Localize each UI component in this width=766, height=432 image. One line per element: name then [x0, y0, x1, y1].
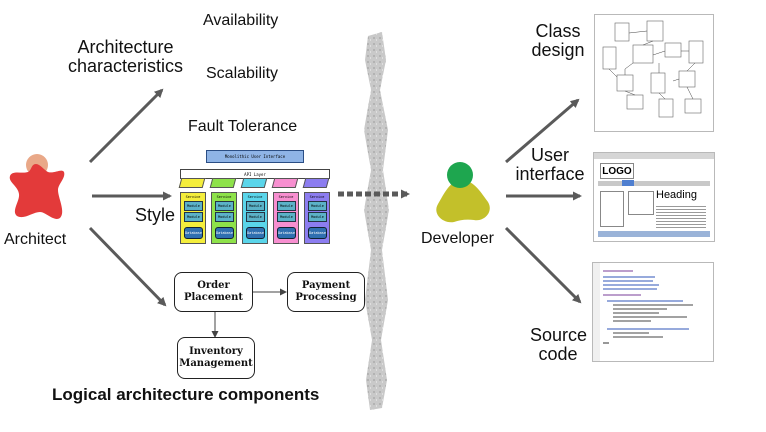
- source-code-image: [593, 263, 693, 361]
- developer-body: [436, 180, 490, 223]
- divider-strip: [364, 32, 389, 410]
- module-box: Module: [246, 212, 265, 222]
- arrow-to-source-code: [504, 226, 582, 304]
- characteristic-item: Scalability: [206, 65, 279, 82]
- service-label: Service: [278, 195, 294, 199]
- module-box: Module: [215, 212, 234, 222]
- mockup-heading: Heading: [656, 189, 697, 201]
- database-box: Database: [277, 227, 296, 239]
- module-box: Module: [277, 212, 296, 222]
- arrow-to-characteristics: [88, 88, 164, 164]
- module-box: Module: [308, 212, 327, 222]
- user-interface-label-line1: User: [530, 145, 569, 165]
- database-box: Database: [308, 227, 327, 239]
- payment-processing-label-line1: Payment: [301, 279, 351, 291]
- class-design-label: Class design: [531, 22, 585, 60]
- user-interface-thumbnail: LOGO Heading: [593, 152, 715, 242]
- source-code-label: Source code: [530, 325, 588, 364]
- characteristics-label-line2: characteristics: [68, 55, 184, 76]
- api-connector: [178, 178, 206, 188]
- api-connector: [209, 178, 237, 188]
- api-connector: [302, 178, 330, 188]
- developer-head: [447, 162, 473, 188]
- mockup-titlebar: [594, 153, 714, 159]
- style-label: Style: [135, 205, 176, 225]
- api-connector: [240, 178, 268, 188]
- inventory-management-node: Inventory Management: [177, 337, 255, 379]
- inventory-management-label-line1: Inventory: [189, 345, 243, 357]
- characteristics-label: Architecture characteristics: [68, 38, 183, 76]
- user-interface-label: User interface: [514, 146, 586, 184]
- user-interface-label-line2: interface: [515, 163, 585, 184]
- developer-label: Developer: [421, 230, 494, 247]
- mockup-sidebar: [600, 191, 624, 227]
- payment-processing-label-line2: Processing: [295, 292, 357, 303]
- ui-layer-bar: Monolithic User Interface: [206, 150, 304, 163]
- source-code-label-line1: Source: [530, 325, 588, 345]
- service-label: Service: [185, 195, 201, 199]
- module-box: Module: [277, 201, 296, 211]
- module-box: Module: [246, 201, 265, 211]
- service-label: Service: [247, 195, 263, 199]
- class-design-label-line1: Class: [535, 21, 581, 41]
- mockup-text-lines: [656, 204, 706, 228]
- class-design-label-line2: design: [531, 39, 585, 60]
- payment-processing-node: Payment Processing: [287, 272, 365, 312]
- service-label: Service: [309, 195, 325, 199]
- arrow-to-logical: [88, 226, 167, 307]
- characteristics-label-line1: Architecture: [77, 37, 174, 57]
- order-placement-node: Order Placement: [174, 272, 253, 312]
- database-box: Database: [246, 227, 265, 239]
- module-box: Module: [215, 201, 234, 211]
- database-box: Database: [215, 227, 234, 239]
- mockup-nav: [598, 181, 710, 186]
- mockup-image: [628, 191, 654, 215]
- inventory-management-label-line2: Management: [179, 358, 253, 369]
- architect-label: Architect: [4, 231, 67, 248]
- module-box: Module: [184, 212, 203, 222]
- module-box: Module: [308, 201, 327, 211]
- architect-body: [9, 164, 65, 219]
- class-diagram-image: [602, 20, 704, 118]
- logical-components-caption: Logical architecture components: [52, 385, 320, 404]
- api-connector: [271, 178, 299, 188]
- order-placement-label-line2: Placement: [183, 292, 244, 303]
- style-diagram: Monolithic User Interface API Layer Serv…: [176, 150, 332, 244]
- mockup-nav-active: [622, 180, 634, 186]
- mockup-footer: [598, 231, 710, 237]
- mockup-logo: LOGO: [600, 163, 634, 179]
- order-placement-label-line1: Order: [197, 279, 230, 291]
- database-box: Database: [184, 227, 203, 239]
- source-code-label-line2: code: [538, 343, 578, 364]
- module-box: Module: [184, 201, 203, 211]
- service-label: Service: [216, 195, 232, 199]
- characteristic-item: Fault Tolerance: [188, 118, 298, 135]
- arrow-to-class-design: [505, 98, 580, 164]
- class-design-thumbnail: [594, 14, 714, 132]
- source-code-thumbnail: [592, 262, 714, 362]
- characteristic-item: Availability: [203, 12, 279, 29]
